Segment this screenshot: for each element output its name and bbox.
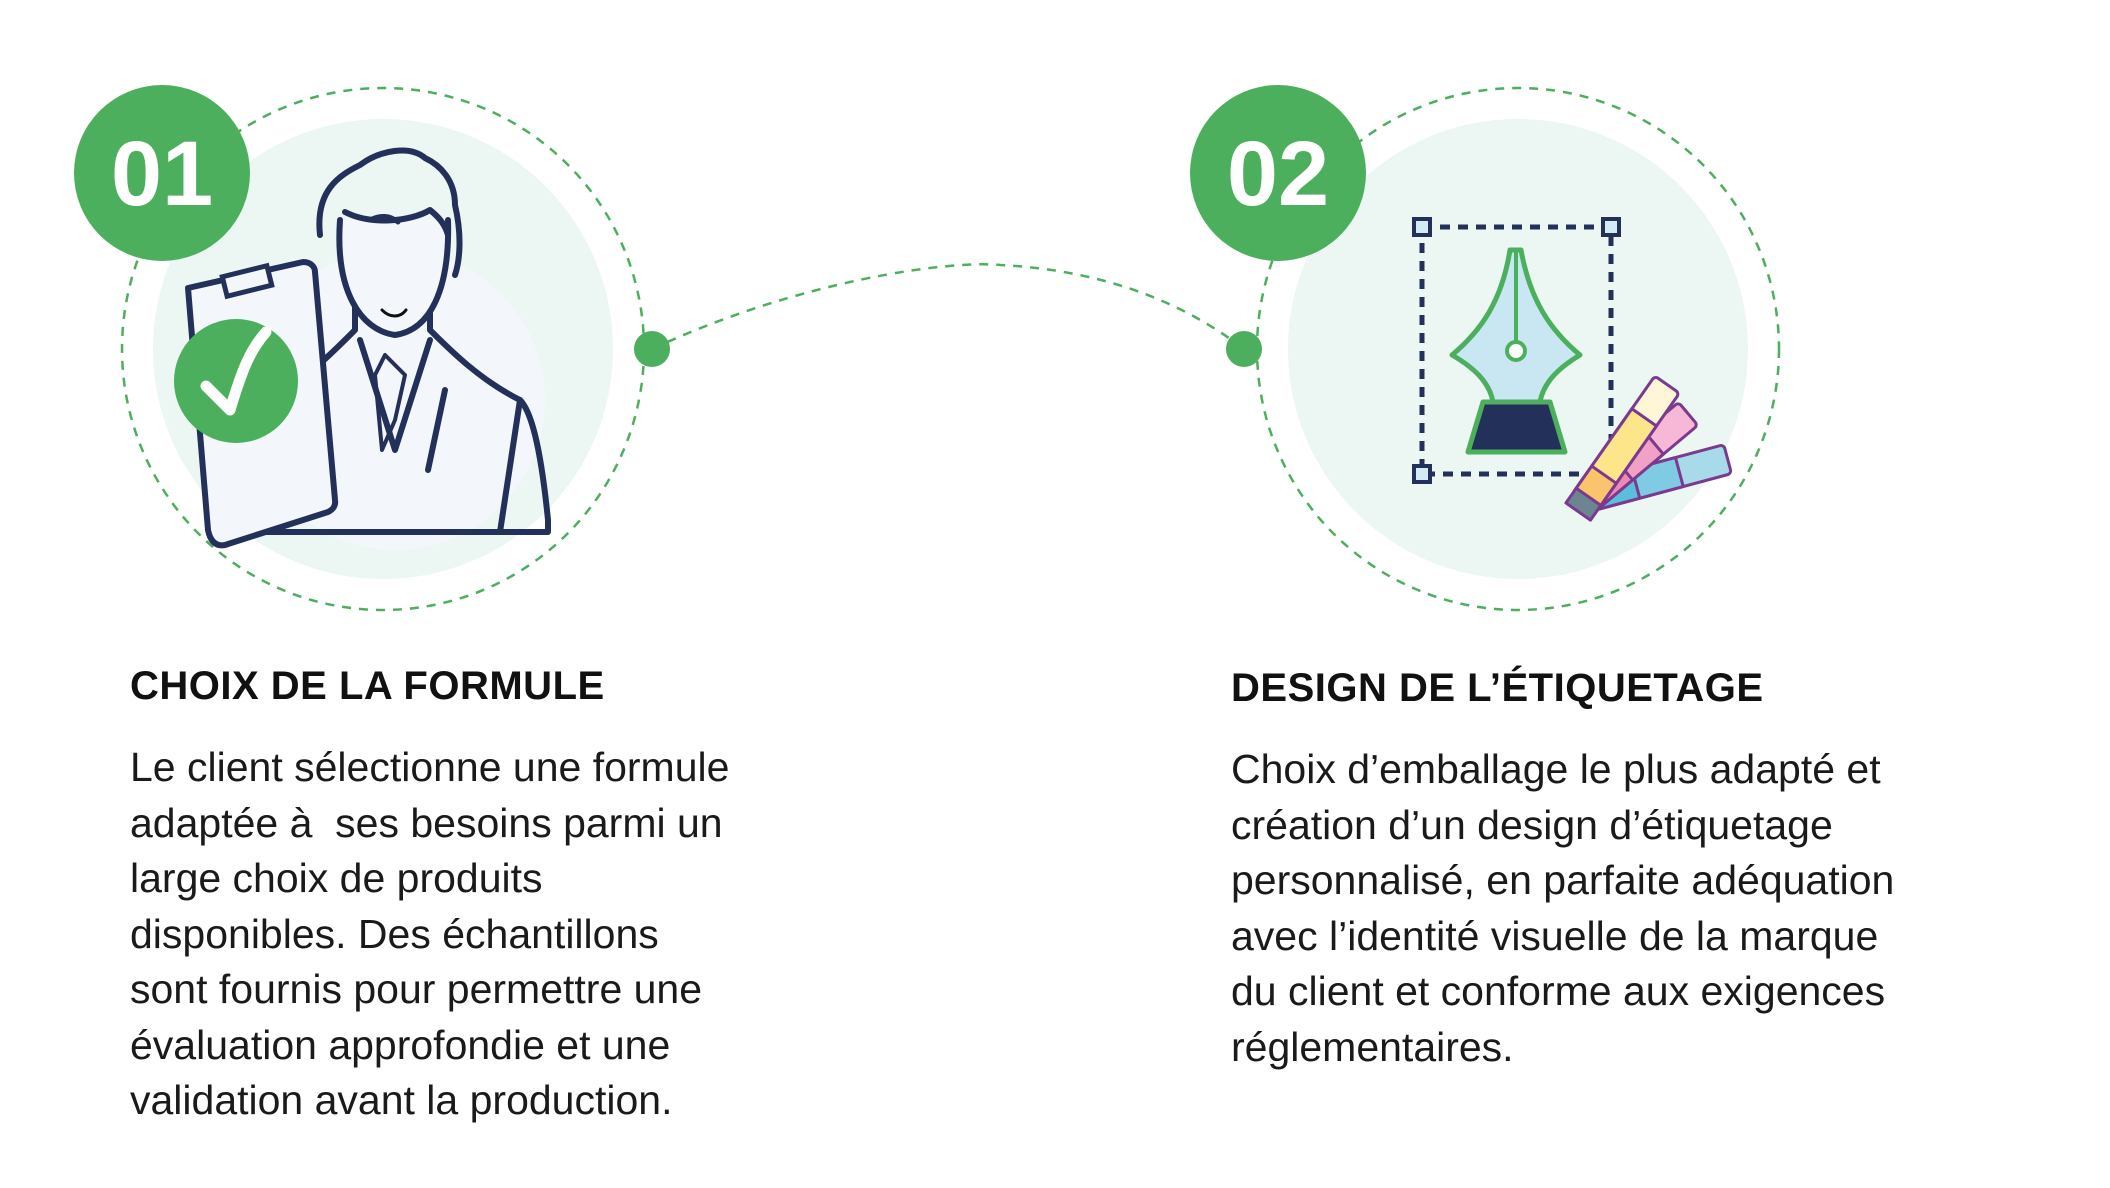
color-swatches-icon	[1564, 376, 1733, 522]
description-line: validation avant la production.	[130, 1077, 673, 1123]
step-title: DESIGN DE L’ÉTIQUETAGE	[1231, 666, 1764, 710]
selection-box-icon	[1412, 217, 1621, 484]
description-line: réglementaires.	[1231, 1023, 1514, 1070]
description-line: Le client sélectionne une formule	[130, 744, 730, 790]
step-2: DESIGN DE L’ÉTIQUETAGE Choix d’emballage…	[1231, 664, 2031, 1075]
description-line: disponibles. Des échantillons	[130, 910, 659, 957]
description-line: création d’un design d’étiquetage	[1231, 801, 1833, 848]
checkmark-icon	[200, 326, 272, 416]
connector-dot	[1226, 331, 1262, 367]
step-2-illustration: 02	[1190, 85, 1781, 612]
step-number: 01	[111, 123, 213, 225]
step-1-illustration: 01	[74, 85, 670, 612]
connector-dashed-line	[651, 263, 1245, 351]
step-description: Choix d’emballage le plus adapté et créa…	[1231, 742, 2031, 1075]
description-line: avec l’identité visuelle de la marque	[1231, 912, 1879, 959]
step-number-badge	[74, 85, 250, 261]
step-description: Le client sélectionne une formule adapté…	[130, 740, 930, 1129]
description-line: du client et conforme aux exigences	[1231, 968, 1886, 1014]
description-line: adaptée à ses besoins parmi un	[130, 799, 723, 846]
step-number: 02	[1227, 123, 1329, 225]
clipboard-icon	[174, 259, 339, 549]
step-1: CHOIX DE LA FORMULE Le client sélectionn…	[130, 662, 930, 1129]
step-title: CHOIX DE LA FORMULE	[130, 664, 605, 708]
description-line: Choix d’emballage le plus adapté et	[1231, 746, 1881, 792]
client-icon	[242, 147, 551, 535]
step-number-badge	[1190, 85, 1366, 261]
description-line: évaluation approfondie et une	[130, 1021, 671, 1068]
description-line: large choix de produits	[130, 855, 543, 901]
connector-dot	[634, 331, 670, 367]
description-line: personnalisé, en parfaite adéquation	[1231, 857, 1895, 903]
pen-nib-icon	[1449, 247, 1583, 455]
description-line: sont fournis pour permettre une	[130, 966, 703, 1012]
